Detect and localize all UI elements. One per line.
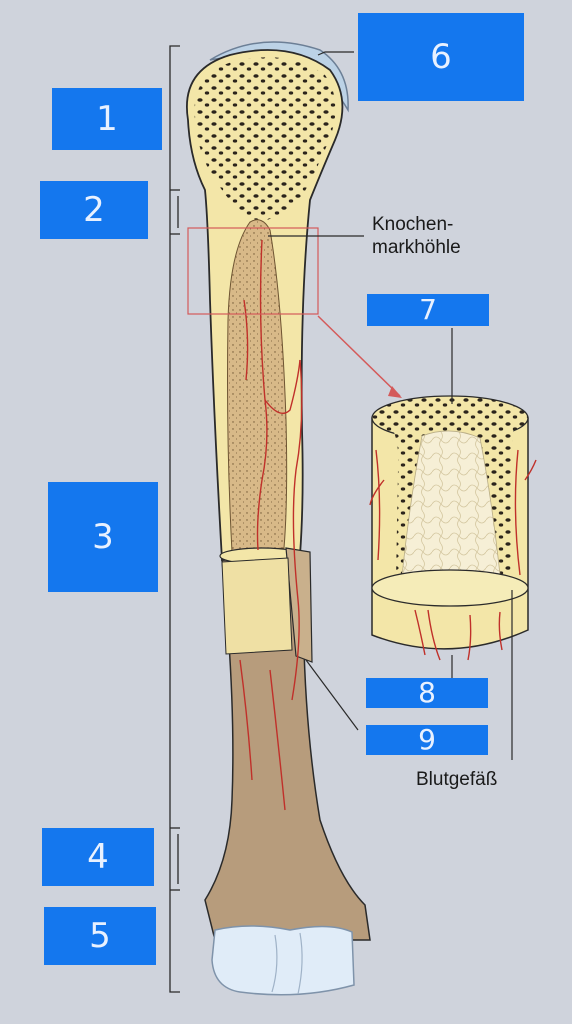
label-7: 7 bbox=[367, 294, 489, 326]
inset-bone-section bbox=[369, 395, 537, 661]
shaft-window bbox=[221, 557, 293, 655]
label-6: 6 bbox=[358, 13, 524, 101]
caption-marrow-line1: Knochen- bbox=[372, 214, 454, 235]
marrow-cavity bbox=[227, 219, 288, 553]
label-1: 1 bbox=[52, 88, 162, 150]
label-2: 2 bbox=[40, 181, 148, 239]
cartilage-bottom-groove bbox=[271, 932, 303, 995]
bracket-lines bbox=[169, 45, 180, 993]
label-3: 3 bbox=[48, 482, 158, 592]
caption-blood-vessel: Blutgefäß bbox=[416, 769, 498, 790]
zoom-arrow bbox=[317, 315, 401, 397]
label-8: 8 bbox=[366, 678, 488, 708]
zoom-arrow-head bbox=[388, 386, 402, 398]
leader-lines bbox=[268, 51, 513, 760]
zoom-region-box bbox=[187, 227, 319, 315]
cartilage-bottom bbox=[211, 925, 355, 996]
spongy-bone-head bbox=[194, 57, 336, 222]
label-9: 9 bbox=[366, 725, 488, 755]
label-4: 4 bbox=[42, 828, 154, 886]
inset-cut-ring bbox=[371, 569, 529, 607]
label-5: 5 bbox=[44, 907, 156, 965]
caption-marrow-line2: markhöhle bbox=[372, 237, 461, 258]
inset-vessels bbox=[369, 449, 537, 661]
blood-vessels-shaft bbox=[239, 239, 303, 811]
